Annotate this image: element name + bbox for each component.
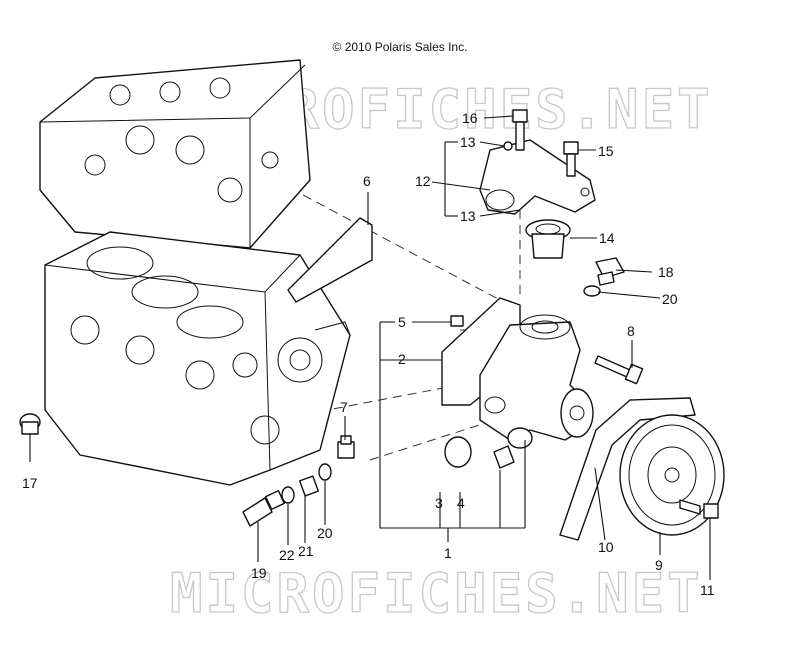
callout-4: 4 — [457, 495, 465, 511]
callout-5: 5 — [398, 314, 406, 330]
water-pump — [479, 314, 594, 449]
callout-16: 16 — [462, 110, 478, 126]
callout-8: 8 — [627, 323, 635, 339]
callout-13-bottom: 13 — [460, 208, 476, 224]
gasket-6 — [287, 217, 373, 303]
washer-20-top — [583, 285, 601, 297]
engine-block — [44, 231, 351, 486]
watermark-bottom: MICROFICHES.NET — [170, 562, 703, 625]
callout-10: 10 — [598, 539, 614, 555]
dowel-13-top — [503, 141, 513, 151]
callout-21: 21 — [298, 543, 314, 559]
callout-14: 14 — [599, 230, 615, 246]
belt — [559, 397, 696, 541]
callout-3: 3 — [435, 495, 443, 511]
callout-numbers: 1 2 3 4 5 6 7 8 9 10 11 12 13 13 14 15 1… — [22, 110, 715, 598]
callout-7: 7 — [340, 399, 348, 415]
bolt-15 — [563, 141, 579, 177]
copyright-text: © 2010 Polaris Sales Inc. — [332, 40, 468, 54]
temp-sensor — [242, 489, 286, 527]
leader-lines — [29, 115, 711, 580]
callout-2: 2 — [398, 351, 406, 367]
bolt-11 — [679, 499, 719, 519]
callout-9: 9 — [655, 557, 663, 573]
callout-15: 15 — [598, 143, 614, 159]
callout-22: 22 — [279, 547, 295, 563]
callout-17: 17 — [22, 475, 38, 491]
callout-12: 12 — [415, 173, 431, 189]
fitting-7 — [337, 435, 355, 459]
thermostat-housing — [479, 139, 596, 215]
bolt-8 — [594, 355, 644, 385]
callout-19: 19 — [251, 565, 267, 581]
callout-13-top: 13 — [460, 134, 476, 150]
callout-11: 11 — [700, 582, 715, 598]
seal-4 — [493, 445, 515, 469]
thermostat — [525, 219, 571, 259]
o-ring-3 — [444, 436, 472, 468]
callout-20-bottom: 20 — [317, 525, 333, 541]
washer-20-bottom — [318, 463, 332, 481]
callout-6: 6 — [363, 173, 371, 189]
callout-18: 18 — [658, 264, 674, 280]
plug-18 — [595, 257, 625, 286]
adapter-21 — [298, 475, 320, 497]
callout-20-top: 20 — [662, 291, 678, 307]
plug-17 — [19, 413, 41, 435]
washer-22 — [281, 486, 295, 504]
cylinder-head — [39, 59, 311, 249]
callout-1: 1 — [444, 545, 452, 561]
bolt-5 — [450, 315, 464, 327]
